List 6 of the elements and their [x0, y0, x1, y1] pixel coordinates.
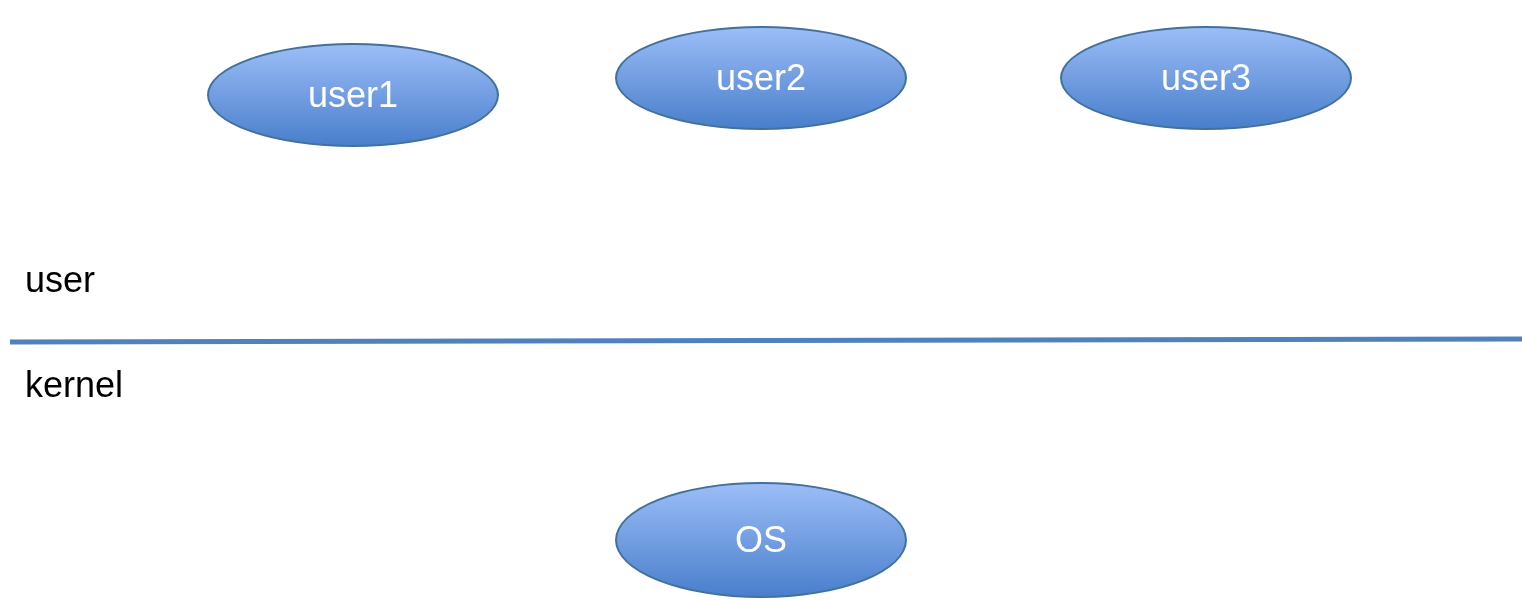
ellipse-node: user2 — [615, 26, 907, 130]
layer-label: kernel — [25, 367, 124, 403]
ellipse-node: user3 — [1060, 26, 1352, 130]
ellipse-node: OS — [615, 482, 907, 598]
ellipse-node: user1 — [207, 43, 499, 147]
layer-label: user — [25, 262, 96, 298]
